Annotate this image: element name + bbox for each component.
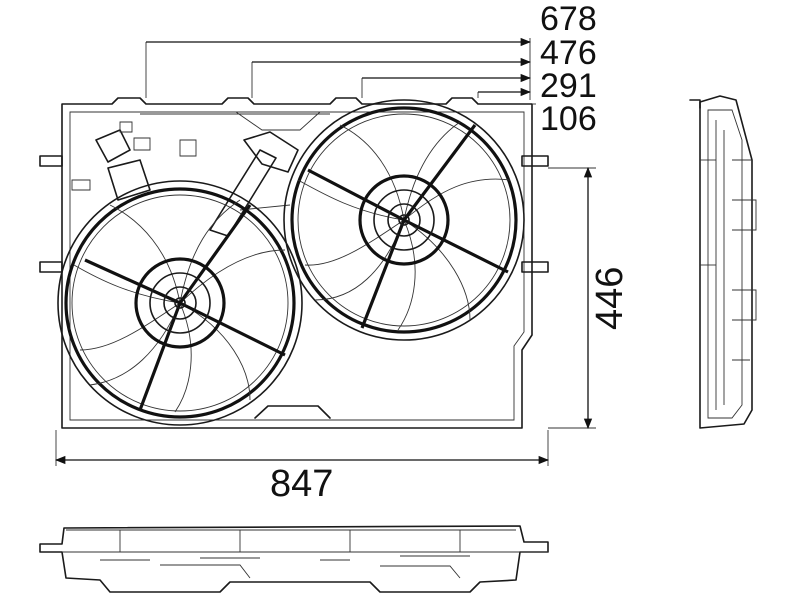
front-view bbox=[39, 97, 549, 429]
support-strap bbox=[209, 149, 277, 237]
shroud-inner-frame bbox=[69, 111, 525, 421]
dim-label-476: 476 bbox=[540, 34, 597, 72]
left-fan-hub bbox=[174, 297, 186, 309]
bottom-bracket bbox=[254, 405, 331, 419]
right-fan-spokes bbox=[307, 124, 509, 329]
left-fan-motor bbox=[134, 257, 226, 349]
left-fan-spokes bbox=[84, 204, 286, 411]
top-connectors bbox=[71, 111, 330, 201]
side-view bbox=[689, 95, 757, 429]
right-fan bbox=[283, 99, 525, 341]
right-fan-blades bbox=[297, 121, 511, 331]
dim-label-106: 106 bbox=[540, 100, 597, 138]
dim-label-446: 446 bbox=[589, 267, 631, 330]
dim-label-291: 291 bbox=[540, 67, 597, 105]
right-fan-motor bbox=[358, 174, 450, 266]
right-fan-hub bbox=[398, 214, 410, 226]
right-fan-shroud-ring bbox=[283, 99, 525, 341]
dimension-labels: 678 476 291 106 446 847 bbox=[270, 0, 631, 505]
dim-label-847: 847 bbox=[270, 463, 333, 505]
shroud-frame bbox=[61, 97, 533, 429]
bottom-view bbox=[39, 525, 549, 593]
dim-label-678: 678 bbox=[540, 0, 597, 38]
dimension-lines bbox=[54, 37, 596, 466]
left-fan-shroud-ring bbox=[57, 180, 303, 426]
left-fan bbox=[57, 180, 303, 426]
